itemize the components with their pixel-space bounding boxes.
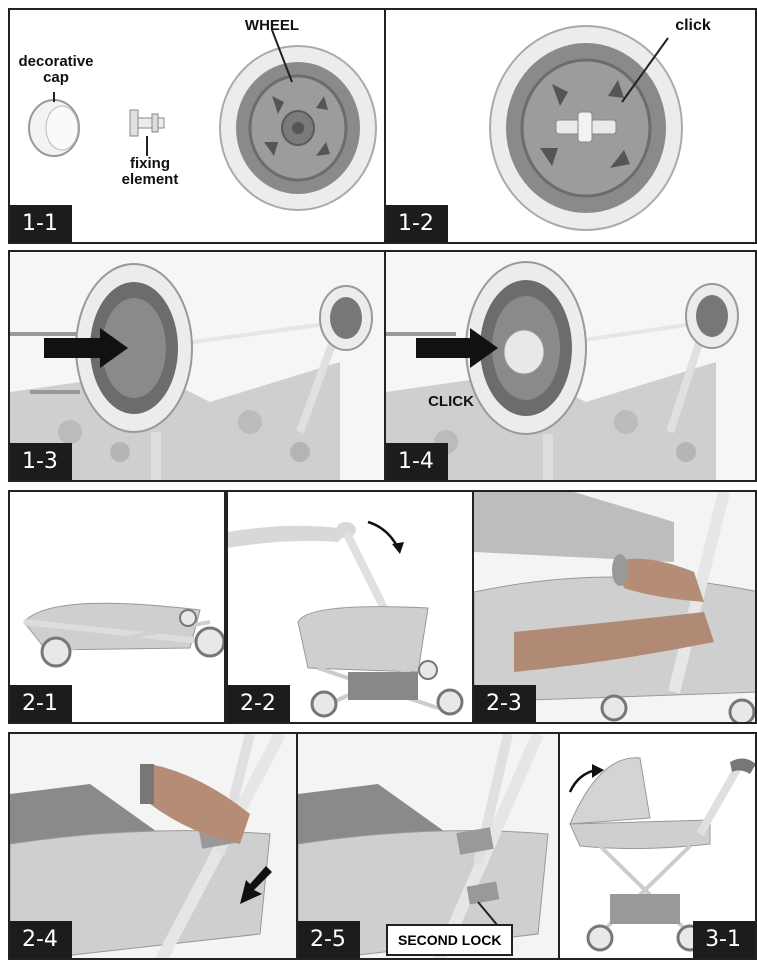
step-number: 2-2 [228, 685, 290, 722]
decorative-cap-label-line1: decorative [18, 53, 93, 70]
panel-2-2: 2-2 [226, 490, 474, 724]
step-number: 1-1 [10, 205, 72, 242]
panel-1-3: 1-3 [8, 250, 386, 482]
step-number: 1-4 [386, 443, 448, 480]
step-number: 2-5 [298, 921, 360, 958]
decorative-cap-image [29, 100, 79, 156]
click-uppercase-label: CLICK [416, 394, 486, 410]
step-number: 1-3 [10, 443, 72, 480]
step-number: 2-3 [474, 685, 536, 722]
step-number: 3-1 [693, 921, 755, 958]
panel-2-4: 2-4 [8, 732, 298, 960]
wheel-image [220, 30, 376, 210]
fixing-element-image [130, 110, 164, 156]
fixing-element-label-line2: element [122, 171, 179, 188]
second-lock-label: SECOND LOCK [386, 924, 513, 956]
panel-2-5: SECOND LOCK 2-5 [296, 732, 560, 960]
decorative-cap-label-line2: cap [43, 69, 69, 86]
panel-2-3: 2-3 [472, 490, 757, 724]
decorative-cap-label: decorative cap [10, 54, 102, 86]
fixing-element-label-line1: fixing [130, 155, 170, 172]
click-label: click [658, 18, 728, 34]
panel-2-1: 2-1 [8, 490, 226, 724]
step-number: 2-1 [10, 685, 72, 722]
panel-1-4: CLICK 1-4 [384, 250, 757, 482]
step-number: 2-4 [10, 921, 72, 958]
wheel-label: WHEEL [232, 18, 312, 34]
panel-1-2: click 1-2 [384, 8, 757, 244]
step-number: 1-2 [386, 205, 448, 242]
panel-1-1: WHEEL decorative cap fixing element 1-1 [8, 8, 386, 244]
fixing-element-label: fixing element [110, 156, 190, 188]
panel-3-1: 3-1 [558, 732, 757, 960]
